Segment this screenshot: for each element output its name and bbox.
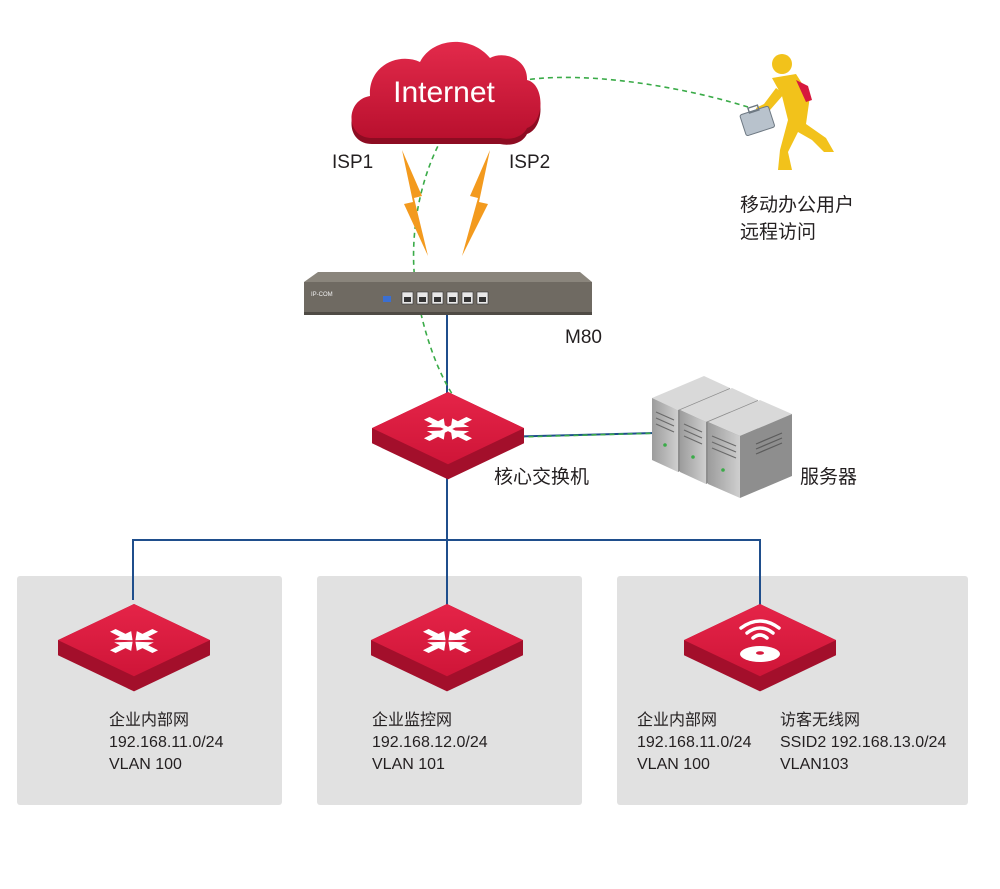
segment-3-vlan: VLAN 100	[637, 756, 710, 773]
segment-2-subnet: 192.168.12.0/24	[372, 734, 488, 751]
isp1-lightning-icon	[402, 150, 428, 256]
segment-1-subnet: 192.168.11.0/24	[109, 734, 224, 751]
segment-4-subnet: SSID2 192.168.13.0/24	[780, 734, 947, 751]
access-switch-1-icon	[58, 604, 210, 692]
access-switch-2-icon	[371, 604, 523, 692]
segment-4-vlan: VLAN103	[780, 756, 849, 773]
isp2-lightning-icon	[462, 150, 490, 256]
segment-1-vlan: VLAN 100	[109, 756, 182, 773]
wireless-ap-icon	[684, 604, 836, 692]
segment-2-vlan: VLAN 101	[372, 756, 445, 773]
vpn-remote-path	[412, 76, 749, 438]
segment-3-subnet: 192.168.11.0/24	[637, 734, 752, 751]
segment-1-label: 企业内部网 192.168.11.0/24 VLAN 100	[109, 710, 223, 776]
segment-2-name: 企业监控网	[372, 712, 453, 729]
mobile-user-icon	[739, 54, 834, 170]
internet-cloud: Internet	[351, 41, 541, 145]
router-brand-label: IP-COM	[311, 292, 333, 298]
segment-1-name: 企业内部网	[109, 712, 190, 729]
server-rack-icon	[652, 376, 792, 498]
internet-label: Internet	[393, 76, 495, 109]
segment-3-label: 企业内部网 192.168.11.0/24 VLAN 100	[637, 710, 751, 776]
mobile-user-label-line1: 移动办公用户	[740, 194, 854, 216]
servers-label: 服务器	[800, 466, 857, 488]
segment-panel-3	[617, 576, 968, 805]
router-model-label: M80	[565, 327, 602, 348]
core-switch-label: 核心交换机	[494, 466, 589, 488]
segment-4-label: 访客无线网 SSID2 192.168.13.0/24 VLAN103	[780, 710, 946, 776]
isp1-label: ISP1	[332, 152, 373, 173]
segment-4-name: 访客无线网	[780, 712, 861, 729]
segment-2-label: 企业监控网 192.168.12.0/24 VLAN 101	[372, 710, 488, 776]
segment-3-name: 企业内部网	[637, 712, 718, 729]
isp2-label: ISP2	[509, 152, 550, 173]
core-switch-icon	[372, 392, 524, 480]
m80-router-icon: IP-COM	[304, 272, 592, 315]
mobile-user-label-line2: 远程访问	[740, 221, 816, 243]
